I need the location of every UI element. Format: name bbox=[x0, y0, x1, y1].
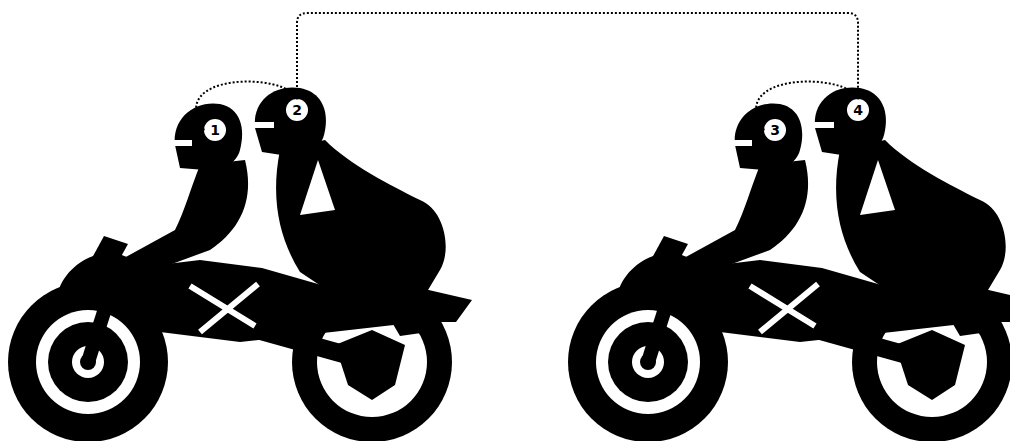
callout-text: 3 bbox=[770, 123, 780, 137]
callout-number: 2 bbox=[286, 99, 308, 121]
callout-text: 2 bbox=[292, 103, 302, 117]
dotted-arrow bbox=[756, 82, 858, 130]
dotted-arrow bbox=[297, 13, 858, 99]
callout-number: 4 bbox=[847, 99, 869, 121]
callout-text: 4 bbox=[853, 103, 863, 117]
callout-number: 1 bbox=[204, 119, 226, 141]
dotted-arrow bbox=[196, 82, 297, 130]
callout-number: 3 bbox=[764, 119, 786, 141]
callout-text: 1 bbox=[210, 123, 220, 137]
